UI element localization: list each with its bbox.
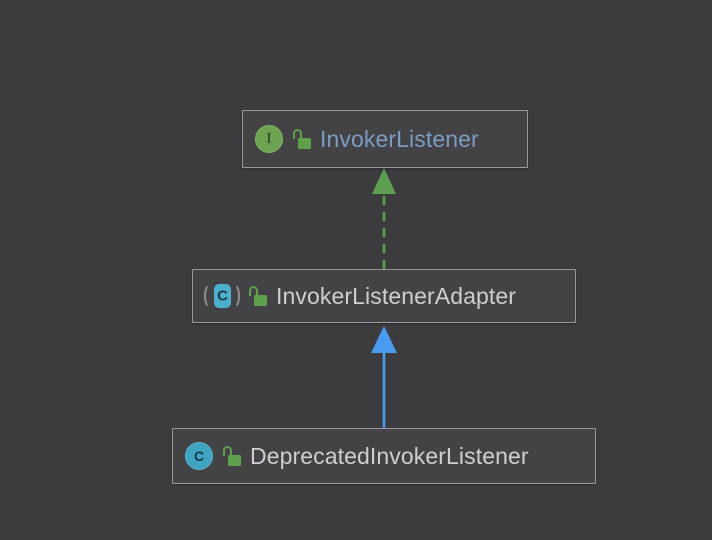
interface-icon-glyph: I — [266, 130, 272, 147]
unlock-icon — [222, 445, 241, 467]
abstract-class-icon-glyph: C — [217, 287, 228, 305]
uml-node-label: DeprecatedInvokerListener — [250, 442, 529, 469]
edge-generalization-arrowhead — [371, 326, 397, 353]
edge-generalization[interactable] — [371, 326, 397, 428]
unlock-icon — [292, 128, 311, 150]
uml-node-label: InvokerListenerAdapter — [276, 282, 517, 309]
edge-realization[interactable] — [372, 168, 396, 269]
abstract-class-icon: C — [204, 282, 240, 310]
edge-realization-arrowhead — [372, 168, 396, 194]
class-icon-glyph: C — [193, 448, 205, 464]
unlock-icon — [248, 285, 267, 307]
class-icon: C — [185, 442, 213, 470]
uml-node-invokerlistener[interactable]: I InvokerListener — [242, 110, 528, 168]
interface-icon: I — [255, 125, 283, 153]
uml-node-label: InvokerListener — [320, 125, 479, 152]
uml-node-deprecatedinvokerlistener[interactable]: C DeprecatedInvokerListener — [172, 428, 596, 484]
uml-node-invokerlisteneradapter[interactable]: C InvokerListenerAdapter — [192, 269, 576, 323]
